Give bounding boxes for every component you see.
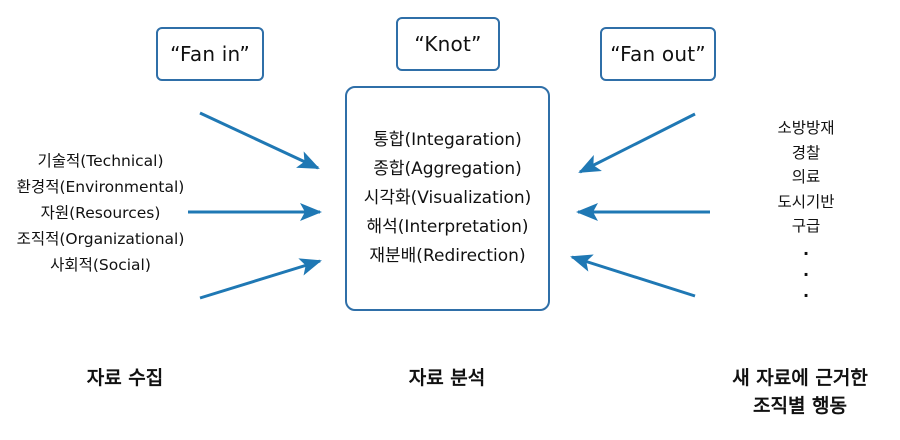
analysis-item-visualization: 시각화(Visualization) — [363, 188, 532, 208]
caption-organizational-action-line2: 조직별 행동 — [752, 395, 847, 417]
ellipsis-dot: . — [802, 281, 810, 301]
fan-in-arrow-top — [199, 111, 320, 170]
org-item-urban-infrastructure: 도시기반 — [777, 192, 835, 211]
source-item-organizational: 조직적(Organizational) — [16, 230, 185, 248]
caption-organizational-action: 새 자료에 근거한 조직별 행동 — [700, 364, 900, 420]
data-source-list: 기술적(Technical) 환경적(Environmental) 자원(Res… — [0, 148, 201, 278]
source-item-social: 사회적(Social) — [50, 256, 151, 274]
caption-data-analysis: 자료 분석 — [408, 367, 486, 389]
source-item-resources: 자원(Resources) — [40, 204, 161, 222]
source-item-environmental: 환경적(Environmental) — [16, 178, 185, 196]
knot-label: “Knot” — [414, 32, 482, 56]
org-item-medical: 의료 — [791, 168, 821, 186]
ellipsis-dot: . — [802, 239, 810, 259]
fan-out-arrow-top — [578, 112, 696, 174]
knot-label-box: “Knot” — [396, 17, 500, 71]
ellipsis-dot: . — [802, 260, 810, 280]
org-item-fire-disaster: 소방방재 — [777, 119, 835, 137]
analysis-item-interpretation: 해석(Interpretation) — [366, 217, 529, 237]
fan-out-label-box: “Fan out” — [600, 27, 716, 81]
caption-organizational-action-line1: 새 자료에 근거한 — [732, 367, 868, 389]
org-item-police: 경찰 — [791, 143, 821, 162]
analysis-item-integration: 통합(Integaration) — [373, 130, 522, 150]
org-item-emergency-rescue: 구급 — [791, 217, 821, 235]
fan-in-label: “Fan in” — [170, 42, 250, 66]
caption-data-collection: 자료 수집 — [86, 367, 164, 389]
fan-out-arrow-bottom — [570, 254, 696, 298]
analysis-item-aggregation: 종합(Aggregation) — [373, 159, 522, 179]
fan-in-label-box: “Fan in” — [156, 27, 264, 81]
analysis-item-redirection: 재분배(Redirection) — [369, 246, 526, 266]
source-item-technical: 기술적(Technical) — [37, 152, 164, 170]
fan-out-label: “Fan out” — [610, 42, 706, 66]
organization-list: 소방방재 경찰 의료 도시기반 구급 . . . — [756, 116, 856, 302]
fan-in-arrow-bottom — [199, 258, 322, 300]
analysis-process-box: 통합(Integaration) 종합(Aggregation) 시각화(Vis… — [345, 86, 550, 311]
